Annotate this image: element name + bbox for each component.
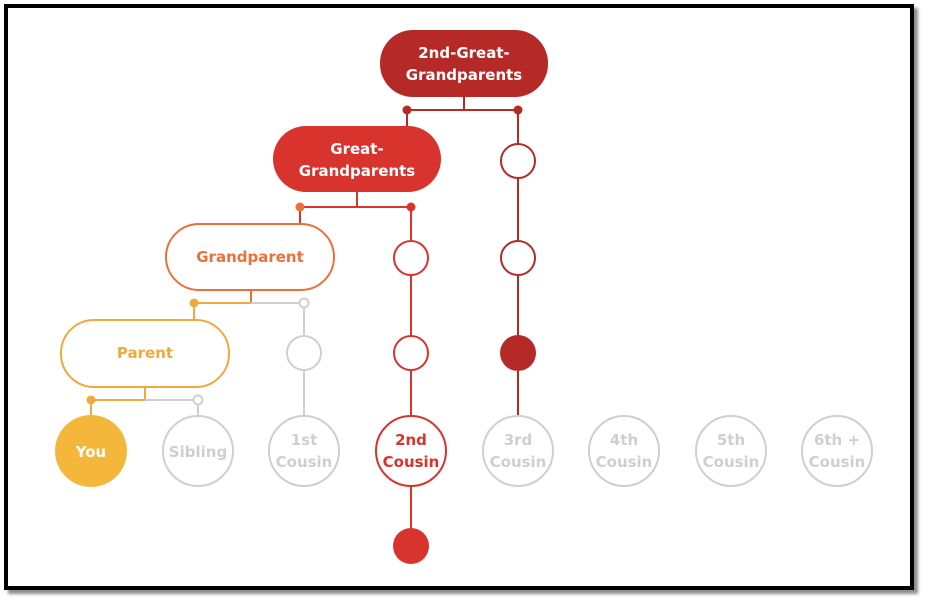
- node-great-grandparents-label-2: Grandparents: [299, 162, 416, 180]
- node-2nd-great-grandparents-label-2: Grandparents: [406, 66, 523, 84]
- node-cousin-6: 6th + Cousin: [801, 415, 873, 487]
- node-cousin-2: 2nd Cousin: [375, 415, 447, 487]
- junction-dot: [298, 297, 310, 309]
- node-cousin-4: 4th Cousin: [588, 415, 660, 487]
- node-cousin-4-label-1: 4th: [610, 431, 638, 449]
- node-sibling-label: Sibling: [169, 443, 227, 461]
- diagram-frame: [4, 4, 914, 590]
- node-cousin-2-label-2: Cousin: [383, 453, 440, 471]
- node-great-grandparents: Great- Grandparents: [273, 126, 441, 192]
- ancestor-circle: [393, 335, 429, 371]
- node-cousin-6-label-2: Cousin: [809, 453, 866, 471]
- node-cousin-3: 3rd Cousin: [482, 415, 554, 487]
- node-great-grandparents-label-1: Great-: [330, 140, 383, 158]
- descendant-circle-filled: [393, 528, 429, 564]
- ancestor-circle: [500, 143, 536, 179]
- junction-dot: [513, 105, 523, 115]
- node-you-label: You: [75, 443, 106, 461]
- connector-parent: [90, 387, 199, 416]
- node-cousin-1: 1st Cousin: [268, 415, 340, 487]
- node-cousin-6-label-1: 6th +: [814, 431, 860, 449]
- node-cousin-5-label-2: Cousin: [703, 453, 760, 471]
- junction-dot: [189, 298, 199, 308]
- node-cousin-4-label-2: Cousin: [596, 453, 653, 471]
- ancestor-circle: [286, 335, 322, 371]
- connector-2nd-great: [406, 97, 519, 420]
- node-cousin-5: 5th Cousin: [695, 415, 767, 487]
- node-sibling: Sibling: [162, 415, 234, 487]
- node-parent: Parent: [60, 319, 230, 388]
- junction-dot: [192, 394, 204, 406]
- node-2nd-great-grandparents-label-1: 2nd-Great-: [418, 44, 509, 62]
- junction-dot: [86, 395, 96, 405]
- junction-dot: [402, 105, 412, 115]
- node-cousin-1-label-1: 1st: [291, 431, 318, 449]
- node-2nd-great-grandparents: 2nd-Great- Grandparents: [380, 30, 548, 97]
- ancestor-circle: [393, 240, 429, 276]
- node-parent-label: Parent: [117, 344, 173, 362]
- node-grandparent-label: Grandparent: [196, 248, 304, 266]
- node-cousin-2-label-1: 2nd: [395, 431, 427, 449]
- junction-dot: [295, 202, 305, 212]
- node-you: You: [55, 415, 127, 487]
- node-grandparent: Grandparent: [165, 223, 335, 291]
- node-cousin-5-label-1: 5th: [717, 431, 745, 449]
- node-cousin-1-label-2: Cousin: [276, 453, 333, 471]
- junction-dot: [406, 202, 416, 212]
- ancestor-circle: [500, 240, 536, 276]
- node-cousin-3-label-2: Cousin: [490, 453, 547, 471]
- node-cousin-3-label-1: 3rd: [504, 431, 533, 449]
- ancestor-circle-filled: [500, 335, 536, 371]
